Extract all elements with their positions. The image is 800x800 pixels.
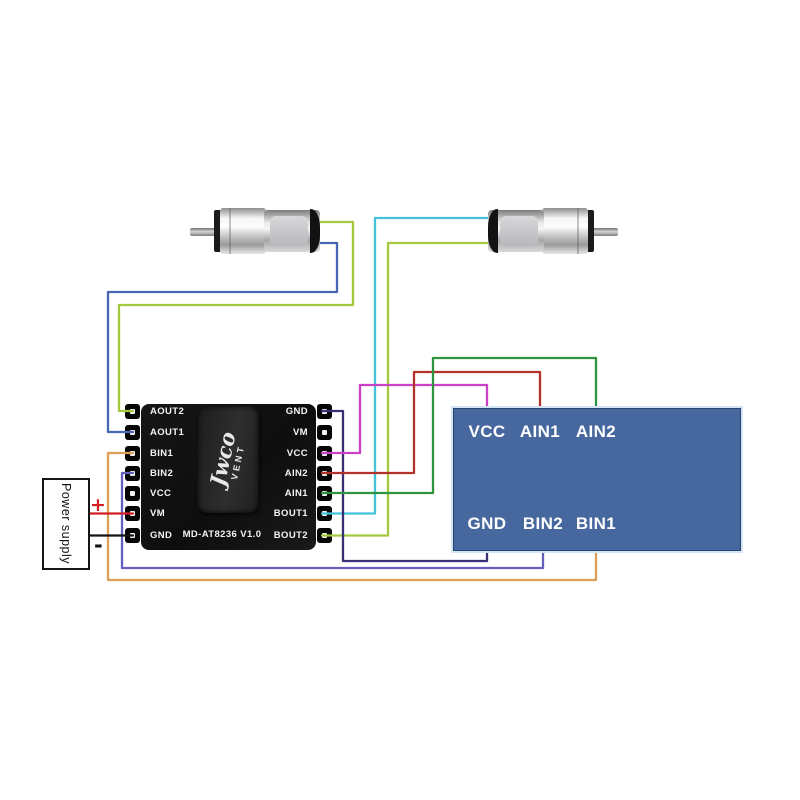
driver-left-pin-label: AOUT2 (150, 405, 185, 417)
driver-right-pin-label: BOUT1 (273, 508, 308, 519)
power-supply-label: Power supply (59, 483, 73, 565)
minus-sign: - (94, 533, 103, 557)
right-motor-gearbox-icon (542, 208, 588, 254)
wire-right-motor-minus-to-bout2 (320, 241, 494, 537)
driver-left-pin-label: VM (150, 508, 166, 519)
power-supply-box: Power supply (42, 478, 90, 570)
wire-driver-ain1-to-box-ain2 (320, 356, 598, 495)
box-pin-label-bin2: BIN2 (522, 514, 564, 533)
box-pin-label-bin1: BIN1 (575, 514, 617, 533)
wire-driver-vcc-to-box-vcc (320, 383, 489, 455)
wire-left-motor-plus-to-aout2 (117, 220, 355, 413)
left-motor-end-cap-icon (310, 209, 320, 253)
right-motor-end-cap-icon (488, 209, 498, 253)
board-model-label: MD-AT8236 V1.0 (182, 529, 262, 540)
left-gear-motor (190, 205, 320, 257)
wire-right-motor-plus-to-bout1 (320, 216, 494, 515)
wire-driver-gnd-to-box-gnd (320, 409, 489, 563)
right-motor-can-face-icon (500, 216, 538, 246)
driver-right-pin-label: VM (292, 426, 308, 438)
driver-left-pin-label: AOUT1 (150, 426, 185, 438)
driver-left-pin-label: BIN1 (150, 447, 174, 459)
driver-left-pin-vcc (125, 485, 140, 501)
controller-pin-box (453, 408, 741, 551)
left-motor-can-face-icon (270, 216, 308, 246)
driver-left-pin-label: VCC (150, 487, 172, 499)
wire-driver-ain2-to-box-ain1 (320, 370, 542, 475)
box-pin-label-vcc: VCC (468, 422, 506, 441)
left-motor-gearbox-icon (220, 208, 266, 254)
wire-left-motor-minus-to-aout1 (106, 241, 339, 434)
driver-right-pin-vm (317, 424, 332, 440)
driver-left-pin-label: BIN2 (150, 467, 174, 479)
right-gear-motor (488, 205, 618, 257)
box-pin-label-ain2: AIN2 (575, 422, 617, 441)
box-pin-label-gnd: GND (467, 514, 507, 533)
driver-chip: Jwco VENT (197, 406, 259, 513)
box-pin-label-ain1: AIN1 (519, 422, 561, 441)
driver-right-pin-label: GND (285, 405, 308, 417)
driver-right-pin-label: AIN2 (284, 467, 308, 479)
driver-right-pin-label: BOUT2 (273, 530, 308, 541)
driver-right-pin-label: VCC (286, 447, 308, 459)
driver-right-pin-label: AIN1 (284, 487, 308, 499)
wire-driver-bin1-to-box-bin1 (106, 451, 598, 582)
driver-left-pin-label: GND (150, 530, 173, 541)
plus-sign: + (90, 494, 106, 516)
wire-driver-bin2-to-box-bin2 (120, 471, 545, 570)
left-motor-shaft-icon (190, 228, 220, 236)
